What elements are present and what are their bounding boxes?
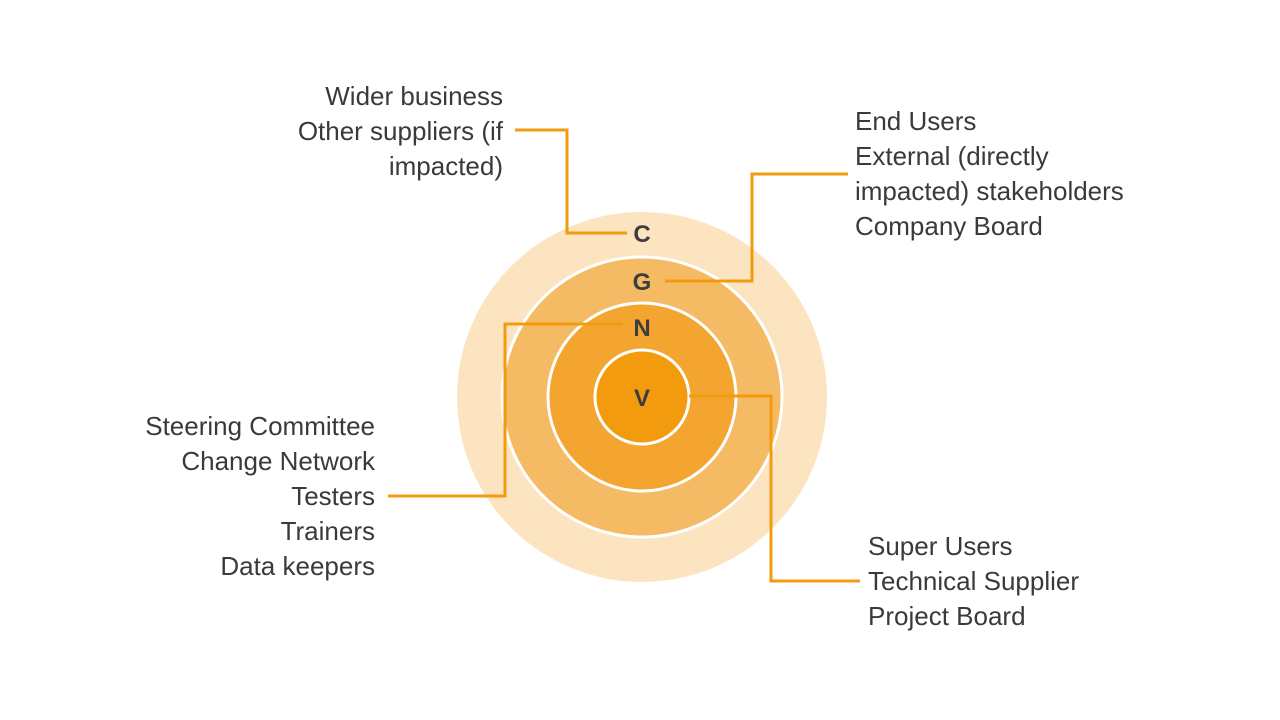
connector-v: [689, 394, 860, 583]
label-v-line: Super Users: [868, 531, 1013, 561]
label-group-n: Steering Committee Change Network Tester…: [145, 409, 375, 584]
ring-letter-v: V: [634, 385, 650, 412]
label-c-line: Other suppliers (if: [297, 116, 503, 146]
label-n-line: Data keepers: [220, 551, 375, 581]
ring-letter-n: N: [633, 315, 650, 342]
label-n-line: Trainers: [280, 516, 375, 546]
label-c-line: impacted): [388, 151, 503, 181]
label-group-c: Wider business Other suppliers (if impac…: [298, 79, 503, 184]
label-g-line: Company Board: [855, 211, 1043, 241]
label-group-g: End Users External (directly impacted) s…: [855, 104, 1124, 244]
label-group-v: Super Users Technical Supplier Project B…: [868, 529, 1079, 634]
label-c-line: Wider business: [325, 81, 503, 111]
label-g-line: impacted) stakeholders: [855, 176, 1124, 206]
ring-letter-g: G: [633, 269, 652, 296]
label-g-line: End Users: [855, 106, 977, 136]
connector-n: [388, 322, 623, 498]
label-v-line: Technical Supplier: [868, 566, 1080, 596]
label-n-line: Steering Committee: [145, 411, 375, 441]
connector-g: [665, 172, 848, 283]
label-g-line: External (directly: [855, 141, 1049, 171]
label-v-line: Project Board: [868, 601, 1026, 631]
label-n-line: Change Network: [181, 446, 375, 476]
connector-c: [515, 128, 627, 235]
ring-letter-c: C: [633, 221, 650, 248]
label-n-line: Testers: [291, 481, 375, 511]
